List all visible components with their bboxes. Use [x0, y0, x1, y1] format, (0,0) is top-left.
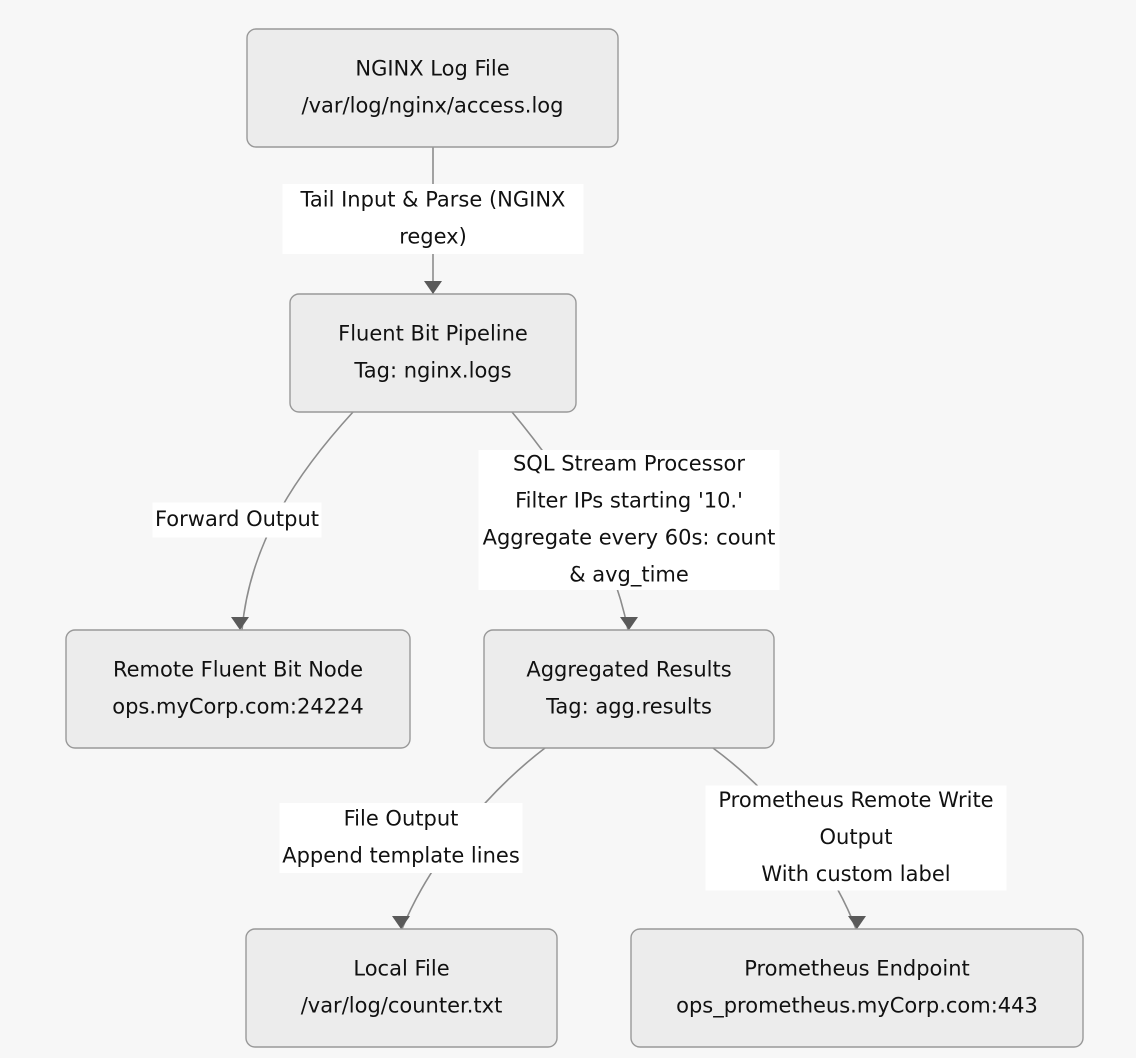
- node-prometheus-endpoint-line-0: Prometheus Endpoint: [744, 957, 970, 981]
- edge-nginx-log-file-to-fluent-bit-pipeline-label-line-0: Tail Input & Parse (NGINX: [300, 188, 566, 212]
- edge-aggregated-results-to-local-file-label-background: [279, 803, 523, 873]
- arrow-head-icon: [424, 281, 442, 294]
- node-nginx-log-file-box[interactable]: [246, 28, 619, 148]
- node-fluent-bit-pipeline-box[interactable]: [289, 293, 577, 413]
- node-remote-fluent-bit-node[interactable]: Remote Fluent Bit Node ops.myCorp.com:242…: [65, 629, 411, 749]
- edge-fluent-bit-pipeline-to-aggregated-results-label-line-1: Filter IPs starting '10.': [515, 489, 743, 513]
- node-local-file-line-1: /var/log/counter.txt: [301, 994, 503, 1018]
- arrow-head-icon: [231, 617, 249, 630]
- node-prometheus-endpoint-box[interactable]: [630, 928, 1084, 1048]
- edge-labels-layer: Tail Input & Parse (NGINX regex) Forward O…: [152, 184, 1007, 891]
- node-aggregated-results-box[interactable]: [483, 629, 775, 749]
- node-aggregated-results-line-1: Tag: agg.results: [545, 695, 712, 719]
- node-nginx-log-file-line-0: NGINX Log File: [355, 57, 509, 81]
- node-fluent-bit-pipeline-line-1: Tag: nginx.logs: [353, 359, 511, 383]
- edge-nginx-log-file-to-fluent-bit-pipeline-label-line-1: regex): [399, 225, 467, 249]
- arrow-head-icon: [848, 916, 866, 929]
- edge-aggregated-results-to-local-file-label-line-1: Append template lines: [282, 844, 520, 868]
- node-aggregated-results-line-0: Aggregated Results: [526, 658, 731, 682]
- arrow-head-icon: [620, 617, 638, 630]
- edge-aggregated-results-to-prometheus-endpoint-label-background: [705, 785, 1007, 891]
- edge-fluent-bit-pipeline-to-aggregated-results-label-line-3: & avg_time: [569, 563, 689, 588]
- node-nginx-log-file[interactable]: NGINX Log File/var/log/nginx/access.log: [246, 28, 619, 148]
- edge-fluent-bit-pipeline-to-aggregated-results-label-line-0: SQL Stream Processor: [513, 452, 745, 476]
- node-fluent-bit-pipeline-line-0: Fluent Bit Pipeline: [338, 322, 528, 346]
- edge-fluent-bit-pipeline-to-aggregated-results-label-line-2: Aggregate every 60s: count: [483, 526, 776, 550]
- node-local-file[interactable]: Local File/var/log/counter.txt: [245, 928, 558, 1048]
- edge-aggregated-results-to-prometheus-endpoint-label-line-2: With custom label: [761, 862, 950, 886]
- node-prometheus-endpoint-line-1: ops_prometheus.myCorp.com:443: [676, 994, 1038, 1019]
- node-nginx-log-file-line-1: /var/log/nginx/access.log: [302, 94, 564, 118]
- edge-aggregated-results-to-prometheus-endpoint-label-line-0: Prometheus Remote Write: [718, 788, 993, 812]
- edge-aggregated-results-to-prometheus-endpoint-label-line-1: Output: [820, 825, 893, 849]
- node-prometheus-endpoint[interactable]: Prometheus Endpoint ops_prometheus.myCorp…: [630, 928, 1084, 1048]
- edge-fluent-bit-pipeline-to-remote-fluent-bit-node-label-line-0: Forward Output: [155, 507, 319, 531]
- node-local-file-box[interactable]: [245, 928, 558, 1048]
- edge-nginx-log-file-to-fluent-bit-pipeline-label: Tail Input & Parse (NGINX regex): [282, 184, 584, 254]
- node-remote-fluent-bit-node-line-0: Remote Fluent Bit Node: [113, 658, 363, 682]
- edge-fluent-bit-pipeline-to-remote-fluent-bit-node-label: Forward Output: [152, 502, 322, 538]
- node-remote-fluent-bit-node-line-1: ops.myCorp.com:24224: [112, 695, 364, 719]
- edge-nginx-log-file-to-fluent-bit-pipeline-label-background: [282, 184, 584, 254]
- edge-aggregated-results-to-local-file-label-line-0: File Output: [344, 807, 459, 831]
- node-local-file-line-0: Local File: [353, 957, 449, 981]
- node-remote-fluent-bit-node-box[interactable]: [65, 629, 411, 749]
- arrow-head-icon: [392, 916, 410, 929]
- edge-fluent-bit-pipeline-to-aggregated-results-label-background: [478, 450, 780, 590]
- nodes-layer: NGINX Log File/var/log/nginx/access.logF…: [65, 28, 1084, 1048]
- edge-fluent-bit-pipeline-to-remote-fluent-bit-node-label-background: [152, 502, 322, 538]
